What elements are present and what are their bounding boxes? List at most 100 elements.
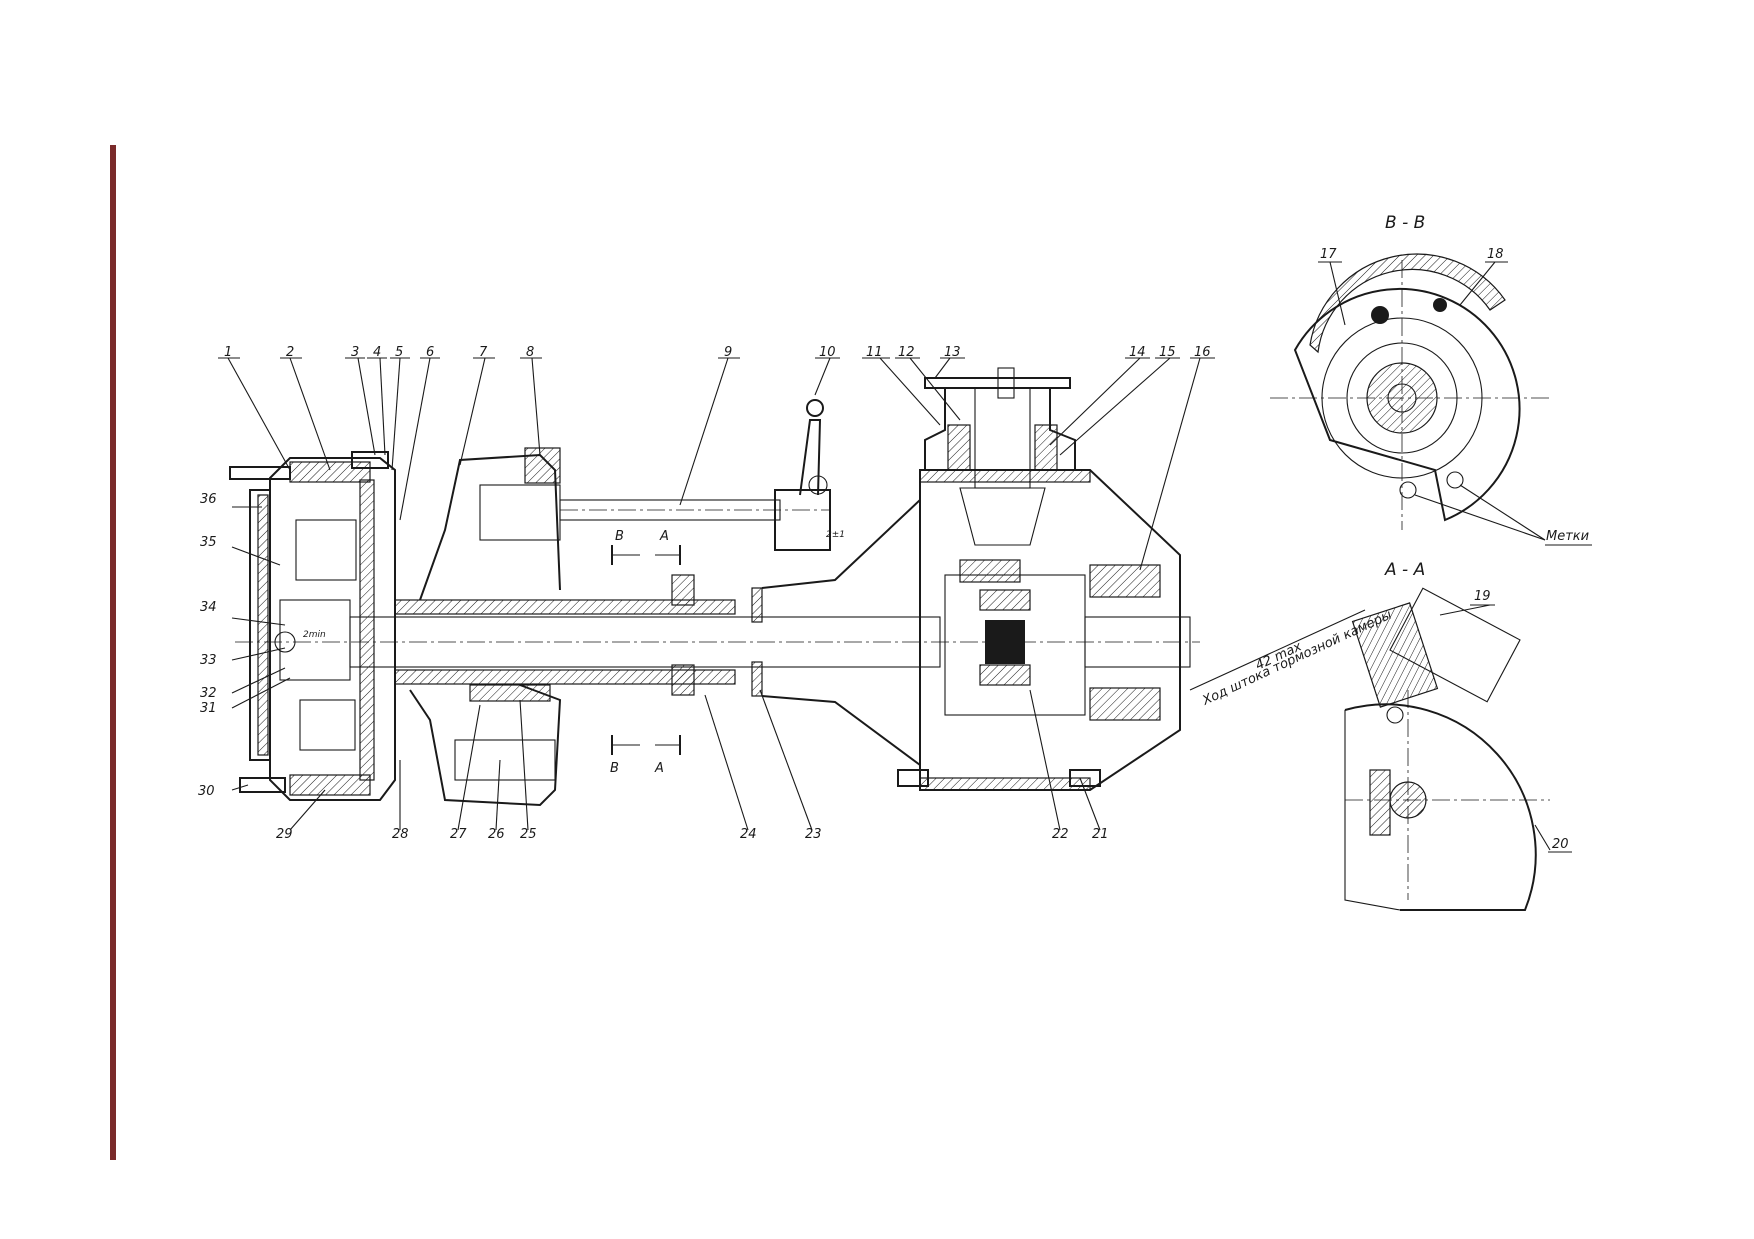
- planet-gear-lower: [299, 699, 356, 751]
- lower-gear-bearing: [469, 684, 551, 702]
- callout-31: 31: [200, 701, 217, 716]
- differential-housing: [919, 469, 1181, 791]
- callout-5: 5: [395, 345, 403, 360]
- flange-23-upper: [751, 587, 763, 623]
- crown-gear: [959, 559, 1021, 583]
- callout-18: 18: [1487, 247, 1504, 262]
- brake-shoe-pin-right: [1433, 298, 1447, 312]
- axle-tube-bottom: [394, 669, 736, 685]
- section-bb-title: B - B: [1385, 213, 1425, 233]
- callout-6: 6: [426, 345, 434, 360]
- section-cut-bottom: [611, 735, 681, 755]
- callout-23: 23: [805, 827, 822, 842]
- callout-21: 21: [1092, 827, 1109, 842]
- lower-gear-housing: [409, 684, 562, 807]
- diff-base-foot-right: [1069, 769, 1101, 787]
- callout-33: 33: [200, 653, 217, 668]
- diff-side-gear-top: [979, 589, 1031, 611]
- callout-9: 9: [724, 345, 732, 360]
- drum-wall: [1309, 253, 1506, 354]
- axle-tube-top: [394, 599, 736, 615]
- callout-8: 8: [526, 345, 534, 360]
- callout-24: 24: [740, 827, 757, 842]
- leader-metki-2: [1414, 494, 1546, 541]
- section-marker-a-top: A: [659, 529, 669, 544]
- brake-lever-body: [1351, 602, 1439, 708]
- callout-1: 1: [224, 345, 232, 360]
- slack-adjuster-body: [774, 489, 831, 551]
- section-aa-title: A - A: [1384, 560, 1425, 580]
- callout-16: 16: [1194, 345, 1211, 360]
- callout-17: 17: [1320, 247, 1337, 262]
- main-view-labels: 1 2 3 4 5 6 7 8 9 10 11 12 13 14 15 16 2…: [198, 345, 1211, 842]
- callout-3: 3: [351, 345, 359, 360]
- section-cut-top: [611, 545, 681, 565]
- aa-outer-boundary: [1344, 710, 1401, 911]
- output-shaft: [1084, 616, 1191, 668]
- tube-collar-upper: [671, 574, 695, 606]
- brake-housing: [419, 453, 561, 601]
- callout-12: 12: [898, 345, 915, 360]
- pinion-nut: [997, 367, 1015, 399]
- callout-4: 4: [373, 345, 381, 360]
- slack-adjuster-hub: [808, 475, 828, 495]
- mark-bolt-2: [1446, 471, 1464, 489]
- callout-28: 28: [392, 827, 409, 842]
- carrier-plate: [359, 479, 375, 781]
- mark-bolt-1: [1399, 481, 1417, 499]
- pinion-bearing-left: [947, 424, 971, 471]
- diff-bearing-21: [1089, 687, 1161, 721]
- drum-outline: [1293, 287, 1521, 522]
- half-shaft: [349, 616, 941, 668]
- pinion-bearing-right: [1034, 424, 1058, 471]
- slack-adjuster-pin: [806, 399, 824, 417]
- annotation-2min: 2min: [303, 630, 326, 640]
- callout-26: 26: [488, 827, 505, 842]
- lever-pin: [1386, 706, 1404, 724]
- callout-30: 30: [198, 784, 215, 799]
- section-aa-view: A - A 19 20 42 max Ход штока тормозной к…: [1189, 560, 1572, 911]
- tube-taper: [761, 470, 921, 780]
- callout-35: 35: [200, 535, 217, 550]
- note-metki: Метки: [1546, 529, 1589, 544]
- callout-29: 29: [276, 827, 293, 842]
- callout-2: 2: [286, 345, 294, 360]
- brake-shoe-pin-left: [1371, 306, 1389, 324]
- brake-cam-body: [479, 484, 561, 541]
- leader-19: [1439, 604, 1491, 616]
- planetary-housing: [269, 457, 396, 801]
- shaft-end-cap: [274, 631, 296, 653]
- aa-drum-arc: [1344, 703, 1537, 911]
- wheel-stud-bottom: [239, 777, 286, 793]
- section-marker-a-bottom: A: [654, 761, 664, 776]
- pinion-gear: [959, 487, 1046, 546]
- sheet-border-bar: [110, 145, 116, 1160]
- ring-gear-bottom: [289, 774, 371, 796]
- callout-34: 34: [200, 600, 217, 615]
- tube-collar-lower: [671, 664, 695, 696]
- callout-22: 22: [1052, 827, 1069, 842]
- slack-adjuster-arm: [799, 419, 822, 496]
- callout-7: 7: [479, 345, 488, 360]
- section-marker-b-top: B: [615, 529, 624, 544]
- callout-19: 19: [1474, 589, 1491, 604]
- flange-23-lower: [751, 661, 763, 697]
- wheel-stud-top: [229, 466, 291, 480]
- callout-25: 25: [520, 827, 537, 842]
- sun-gear: [279, 599, 351, 681]
- leader-18: [1459, 261, 1496, 306]
- section-marker-b-bottom: B: [610, 761, 619, 776]
- callout-10: 10: [819, 345, 836, 360]
- cam-bracket: [1369, 769, 1391, 836]
- brake-chamber: [1389, 587, 1521, 703]
- callout-13: 13: [944, 345, 961, 360]
- leader-metki-1: [1459, 484, 1546, 541]
- callout-27: 27: [450, 827, 467, 842]
- planet-gear-upper: [295, 519, 357, 581]
- diff-bearing-15-16: [1089, 564, 1161, 598]
- callout-15: 15: [1159, 345, 1176, 360]
- diff-housing-top-wall: [919, 469, 1091, 483]
- callout-14: 14: [1129, 345, 1146, 360]
- diff-base-foot-left: [897, 769, 929, 787]
